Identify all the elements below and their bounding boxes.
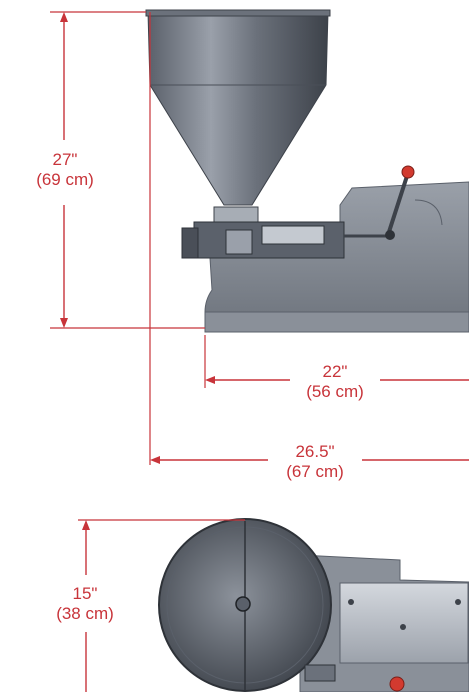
nozzle: [181, 227, 199, 259]
base-arch: [414, 199, 443, 226]
block-screw-right: [455, 599, 461, 605]
dim-22-arrow-left: [205, 376, 215, 384]
dim-height-arrow-bottom: [60, 318, 68, 328]
lever-arm: [386, 175, 409, 236]
cylinder-window: [261, 225, 325, 245]
dim-height-label: 27" (69 cm): [10, 150, 120, 190]
lever-knob-top: [389, 676, 405, 692]
hopper-top-center: [235, 596, 251, 612]
dim-265-imperial: 26.5": [295, 442, 335, 461]
dim-265-label: 26.5" (67 cm): [260, 442, 370, 482]
dim-height-imperial: 27": [52, 150, 78, 169]
block-screw-left: [348, 599, 354, 605]
dim-22-imperial: 22": [322, 362, 348, 381]
hopper: [147, 11, 329, 206]
dim-265-arrow-left: [150, 456, 160, 464]
dim-15-metric: (38 cm): [56, 604, 114, 623]
top-block: [339, 582, 469, 664]
nozzle-top: [304, 664, 336, 682]
valve-block: [225, 229, 253, 255]
side-view: [50, 9, 469, 465]
dim-15-imperial: 15": [72, 584, 98, 603]
dim-height-metric: (69 cm): [36, 170, 94, 189]
dim-22-metric: (56 cm): [306, 382, 364, 401]
base-foot: [204, 311, 469, 333]
block-screw: [400, 624, 406, 630]
hopper-rim: [145, 9, 331, 17]
dim-22-label: 22" (56 cm): [280, 362, 390, 402]
lever-pivot: [385, 230, 395, 240]
dim-15-label: 15" (38 cm): [30, 584, 140, 624]
dim-15-arrow-top: [82, 520, 90, 530]
dim-height-arrow-top: [60, 12, 68, 22]
top-view: [78, 518, 469, 692]
lever-knob: [401, 165, 415, 179]
dim-265-metric: (67 cm): [286, 462, 344, 481]
